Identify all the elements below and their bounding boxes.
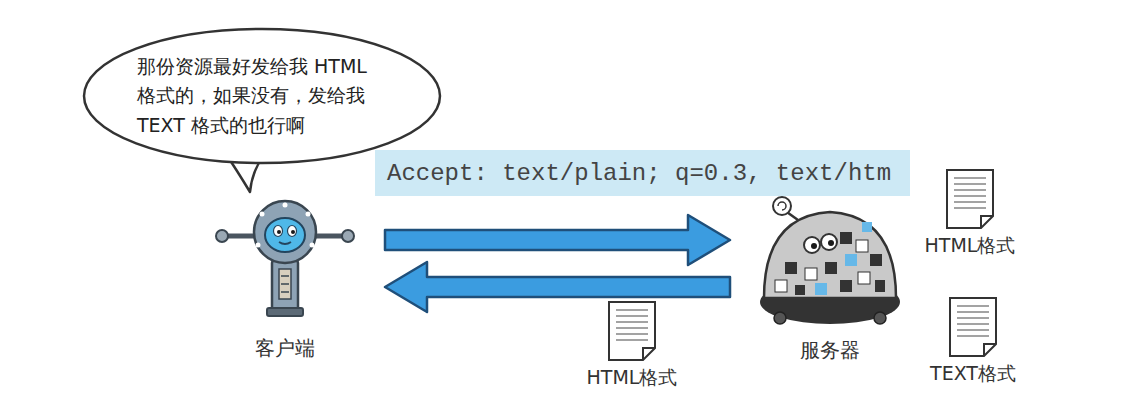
client-robot-figure <box>281 275 289 277</box>
document-line <box>954 195 986 196</box>
client-robot-figure <box>216 230 228 242</box>
speech-text: 那份资源最好发给我 HTML 格式的，如果没有，发给我 TEXT 格式的也行啊 <box>137 52 387 140</box>
document-line <box>616 327 648 328</box>
server-robot-figure <box>811 243 817 249</box>
server-robot-figure <box>856 240 868 252</box>
client-robot-figure <box>283 203 288 208</box>
document-line <box>957 323 989 324</box>
document-node: TEXT格式 <box>918 296 1028 385</box>
server-robot-figure <box>764 212 896 298</box>
flow-arrow <box>385 215 730 265</box>
document-icon <box>607 300 657 362</box>
client-robot-figure <box>274 226 283 237</box>
server-robot-figure <box>775 280 787 292</box>
server-robot-figure <box>804 237 820 253</box>
document-sheet <box>950 298 996 356</box>
client-robot-figure <box>272 260 298 310</box>
server-robot-figure <box>825 262 837 274</box>
document-line <box>957 317 989 318</box>
document-fold <box>984 344 996 356</box>
document-line <box>954 189 986 190</box>
client-robot-figure <box>254 201 316 263</box>
speech-bubble: 那份资源最好发给我 HTML 格式的，如果没有，发给我 TEXT 格式的也行啊 <box>82 27 442 165</box>
document-line <box>616 339 648 340</box>
server-robot-figure <box>840 232 852 244</box>
client-robot-figure <box>256 243 261 248</box>
document-line <box>954 177 986 178</box>
document-line <box>957 335 989 336</box>
server-robot-figure <box>845 254 857 266</box>
document-node: HTML格式 <box>915 168 1025 257</box>
server-robot-figure <box>785 262 797 274</box>
role-label: 服务器 <box>800 338 860 362</box>
document-sheet <box>947 170 993 228</box>
client-node: 客户端 <box>215 195 355 360</box>
document-line <box>957 329 989 330</box>
client-robot-figure <box>342 230 354 242</box>
server-robot-figure <box>774 312 786 324</box>
client-robot-figure <box>279 242 291 244</box>
document-line <box>616 309 648 310</box>
document-icon <box>948 296 998 358</box>
server-robot-figure <box>815 283 827 295</box>
header-text: Accept: text/plain; q=0.3, text/htm <box>387 160 891 187</box>
request-header-band: Accept: text/plain; q=0.3, text/htm <box>375 150 910 196</box>
format-label: HTML格式 <box>925 234 1016 257</box>
client-robot-figure <box>216 201 354 316</box>
server-robot-figure <box>821 234 837 250</box>
document-fold <box>643 348 655 360</box>
client-robot-figure <box>306 212 311 217</box>
document-node: HTML格式 <box>577 300 687 389</box>
server-robot-figure <box>778 202 786 210</box>
format-label: TEXT格式 <box>930 362 1016 385</box>
document-line <box>616 315 648 316</box>
flow-arrow <box>385 262 730 312</box>
server-robot-figure <box>858 272 870 284</box>
document-line <box>957 305 989 306</box>
format-label: HTML格式 <box>587 366 678 389</box>
client-robot-figure <box>291 230 295 234</box>
document-line <box>616 333 648 334</box>
server-robot-figure <box>828 240 834 246</box>
server-robot-figure <box>805 268 817 280</box>
document-line <box>957 311 989 312</box>
server-robot-figure <box>862 222 872 232</box>
client-robot-figure <box>265 218 305 252</box>
server-robot-figure <box>874 312 886 324</box>
document-line <box>954 183 986 184</box>
role-label: 客户端 <box>255 336 315 360</box>
document-icon <box>945 168 995 230</box>
document-sheet <box>609 302 655 360</box>
client-robot-figure <box>288 226 297 237</box>
server-robot-figure <box>795 285 805 295</box>
client-robot-figure <box>260 212 265 217</box>
document-line <box>616 321 648 322</box>
bubble-ellipse <box>84 29 440 163</box>
document-fold <box>981 216 993 228</box>
server-node: 服务器 <box>760 190 900 362</box>
server-robot-figure <box>840 280 852 292</box>
document-line <box>954 201 986 202</box>
server-robot-figure <box>760 197 900 324</box>
client-robot-figure <box>279 269 291 299</box>
server-robot-figure <box>870 254 882 266</box>
client-robot-figure <box>267 308 303 316</box>
document-line <box>954 207 986 208</box>
client-robot-figure <box>277 230 281 234</box>
client-robot-figure <box>281 291 289 293</box>
client-robot-figure <box>281 283 289 285</box>
client-robot-figure <box>310 243 315 248</box>
server-robot-figure <box>875 280 885 292</box>
server-robot-figure <box>773 197 791 215</box>
